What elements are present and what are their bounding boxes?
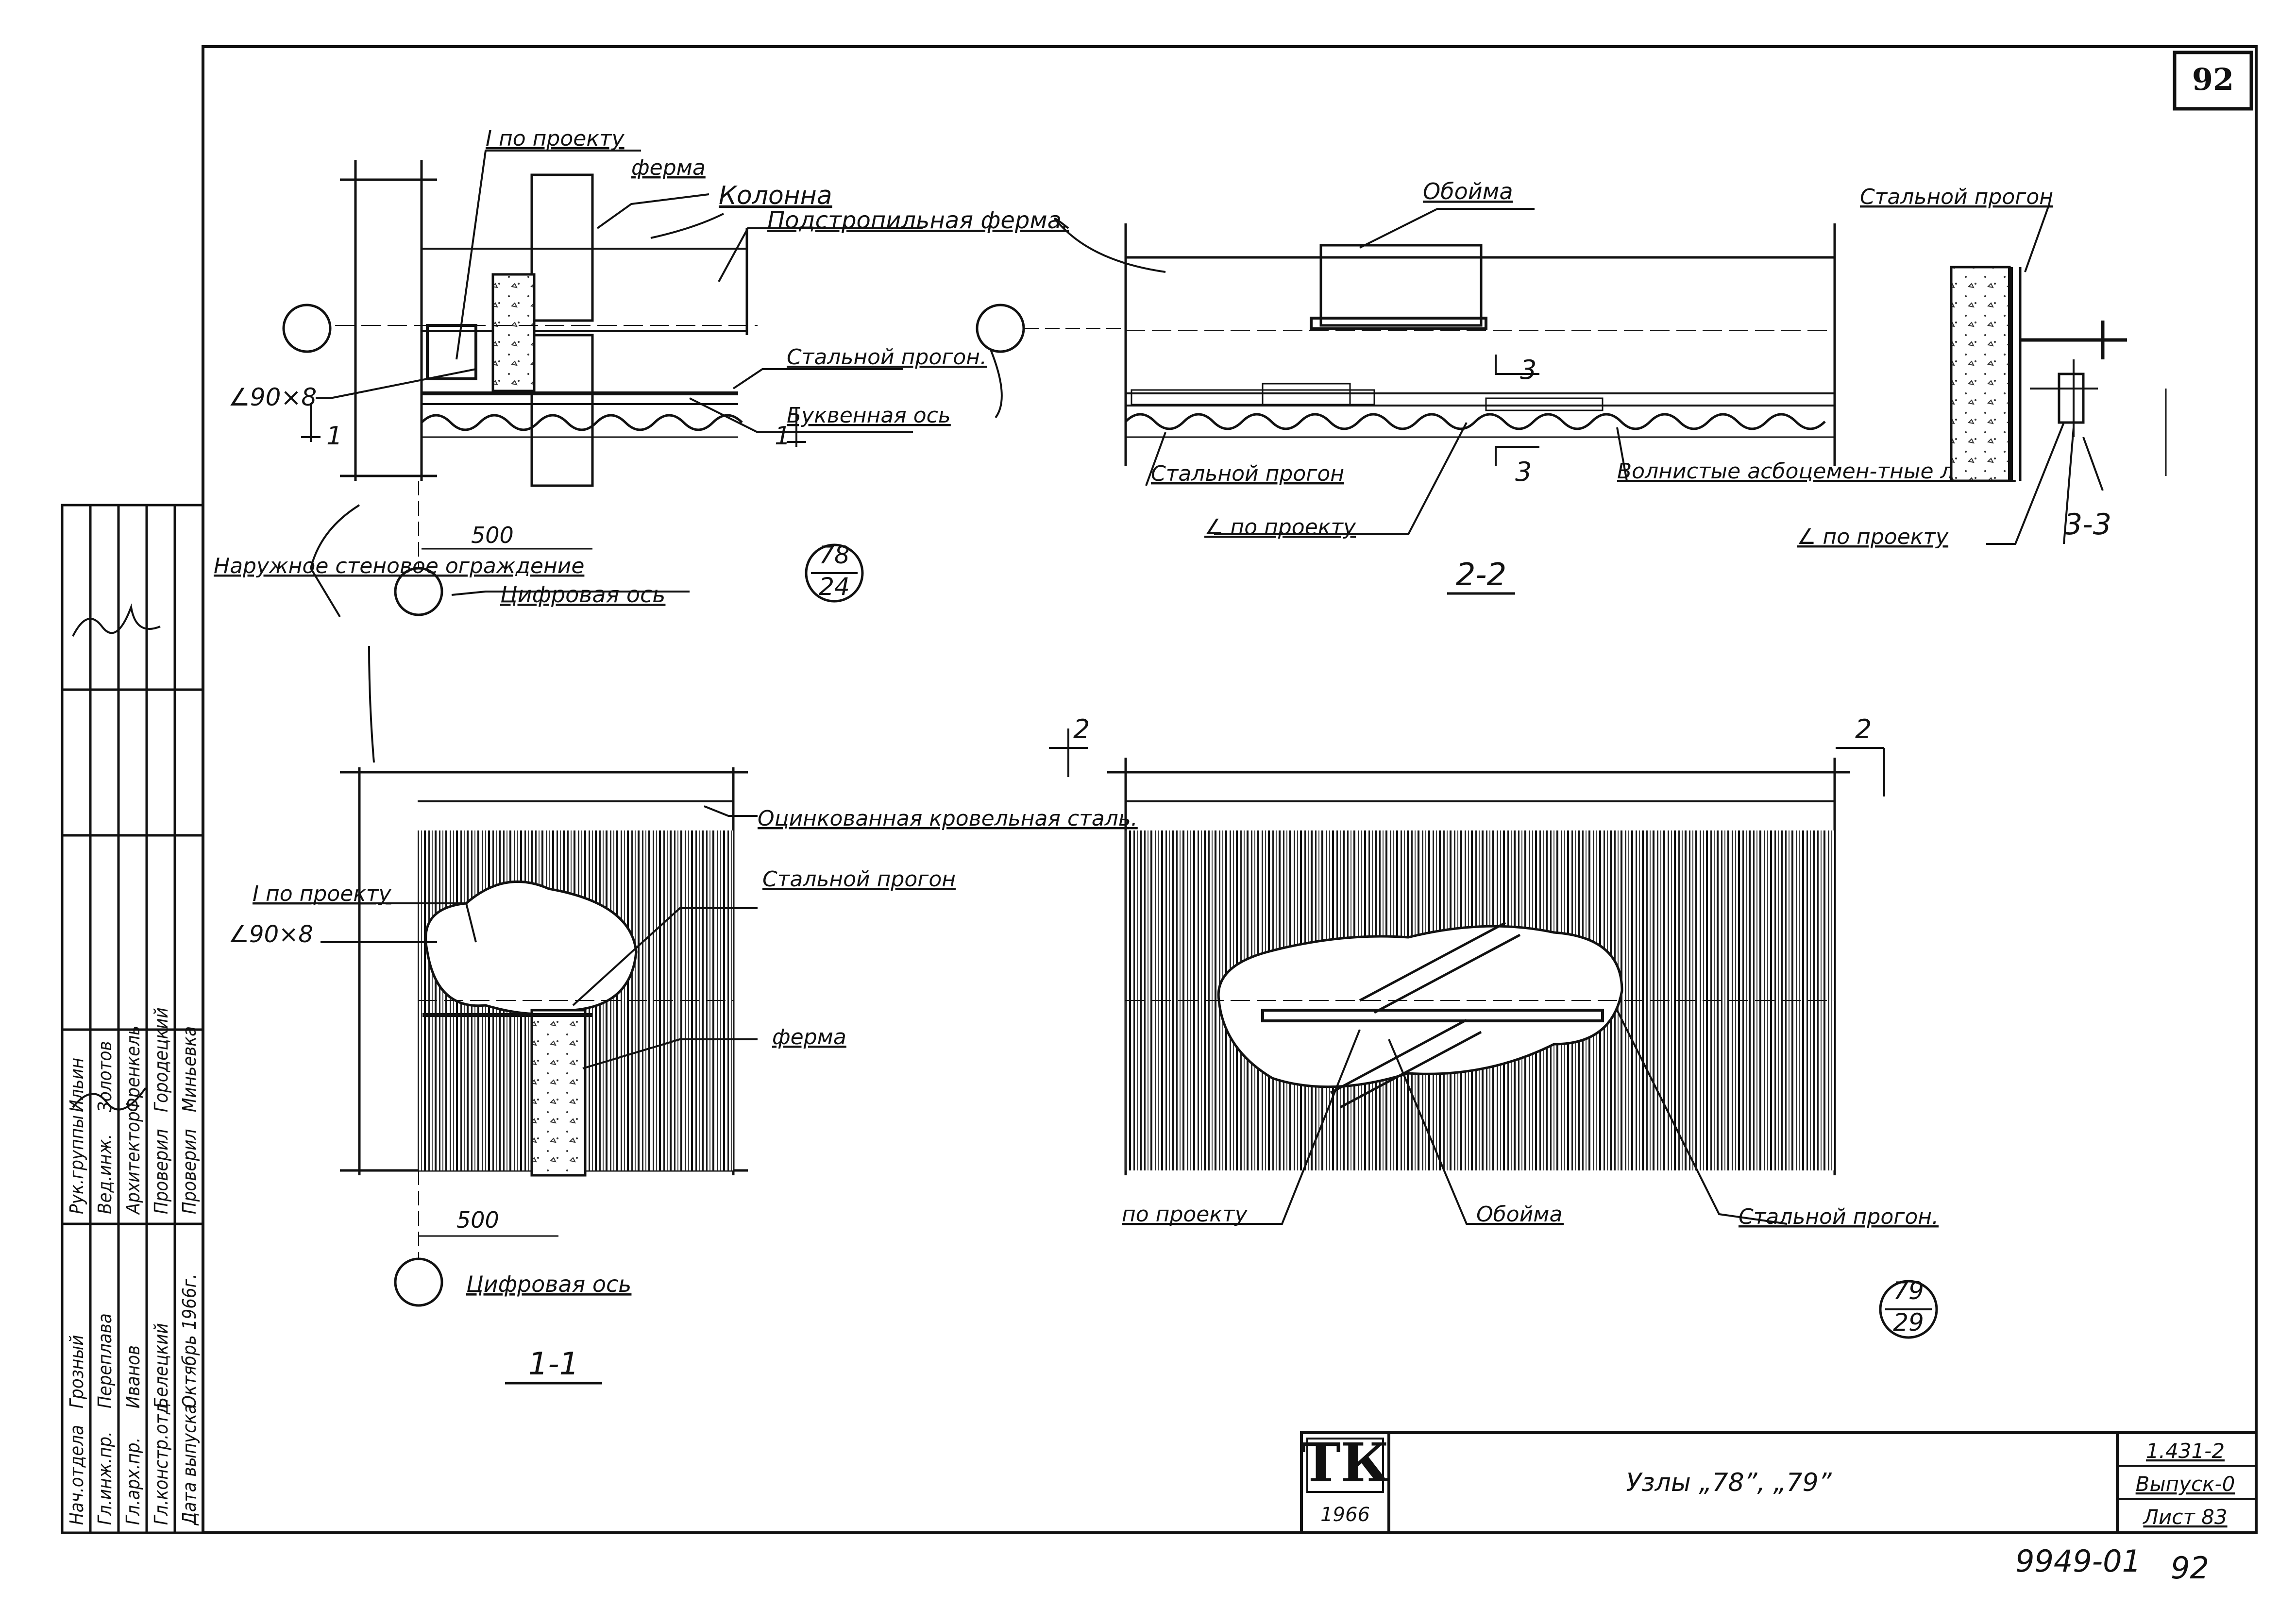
signature-mark-2: [72, 1087, 147, 1111]
label-clamp-top: Обойма: [1423, 178, 1513, 204]
label-digit-axis-1-1: Цифровая ось: [466, 1271, 631, 1297]
label-angle-top: ∠90×8: [228, 383, 317, 411]
node-78-number: 78: [819, 541, 850, 569]
label-angle-3-3: ∠ по проекту: [1797, 525, 1949, 549]
side-stamp-role-8: Проверил: [151, 1129, 172, 1214]
side-stamp-role-9: Проверил: [179, 1129, 200, 1214]
label-roof-steel: Оцинкованная кровельная сталь.: [758, 806, 1138, 831]
side-stamp-role-7: Архитектор: [122, 1111, 144, 1215]
label-i-beam-1-1: I по проекту: [253, 881, 392, 906]
signature-mark: [72, 603, 161, 637]
side-stamp-role-3: Гл.констр.отд.: [151, 1398, 172, 1525]
label-cut-1-left: 1: [326, 422, 342, 451]
node-78-sheet: 24: [819, 573, 850, 601]
label-angle-1-1: ∠90×8: [228, 921, 313, 948]
section-1-1-drawing: [311, 645, 758, 1385]
label-steel-purlin-2-2: Стальной прогон: [1151, 461, 1344, 486]
label-digit-axis-top: Цифровая ось: [500, 581, 665, 608]
label-steel-purlin-bottom: Стальной прогон.: [1739, 1204, 1939, 1229]
side-stamp-name-9: Миньевка: [179, 1026, 200, 1112]
label-dim-500-1-1: 500: [456, 1207, 499, 1233]
side-stamp-name-2: Иванов: [122, 1345, 144, 1408]
label-steel-purlin-1-1: Стальной прогон: [762, 867, 956, 892]
title-series: 1.431-2: [2146, 1439, 2225, 1463]
title-text: Узлы „78”, „79”: [1626, 1468, 1832, 1497]
node-78-labels: I по проекту ферма Колонна Подстропильна…: [214, 126, 1069, 608]
title-year: 1966: [1320, 1504, 1370, 1526]
label-column: Колонна: [719, 181, 832, 210]
node-79-plan: [1049, 728, 1938, 1339]
label-steel-purlin-top: Стальной прогон.: [787, 345, 987, 370]
label-cut-1-right: 1: [775, 422, 791, 451]
node-79-sheet: 29: [1893, 1308, 1924, 1337]
label-cut-3-top: 3: [1520, 355, 1536, 385]
label-angle-2-2: ∠ по проекту: [1204, 515, 1356, 540]
section-2-2-drawing: [976, 208, 1836, 595]
label-wall: Наружное стеновое ограждение: [214, 554, 584, 578]
node-79-number: 79: [1893, 1277, 1924, 1305]
label-sheets: Волнистые асбоцемен-тные листы.: [1617, 459, 2016, 484]
stamp-number-suffix: 92: [2171, 1550, 2209, 1586]
side-stamp-name-1: Переплава: [94, 1313, 116, 1408]
side-stamp-role-1: Гл.инж.пр.: [94, 1431, 116, 1525]
side-stamp-role-6: Вед.инж.: [94, 1134, 116, 1214]
title-logo: ТК: [1301, 1431, 1389, 1494]
stamp-number: 9949-01: [2015, 1543, 2141, 1579]
side-stamp-name-4: Октябрь 1966г.: [179, 1273, 200, 1408]
label-sub-truss: Подстропильная ферма.: [767, 207, 1069, 234]
side-stamp-name-0: Грозный: [66, 1335, 87, 1408]
label-steel-purlin-3-3: Стальной прогон: [1860, 185, 2053, 209]
section-3-3-labels: Стальной прогон ∠ по проекту 3-3: [1797, 185, 2111, 549]
label-truss-top: ферма: [631, 155, 706, 180]
label-truss-1-1: ферма: [772, 1025, 846, 1050]
side-stamp-role-2: Гл.арх.пр.: [122, 1438, 144, 1525]
label-i-beam-top: I по проекту: [486, 126, 625, 151]
label-dim-500-top: 500: [471, 522, 514, 548]
side-stamp-role-4: Дата выпуска: [179, 1404, 200, 1526]
section-1-1-labels: Оцинкованная кровельная сталь. Стальной …: [228, 806, 1138, 1382]
node-79-labels: 2 2 по проекту Обойма Стальной прогон. 7…: [1073, 714, 1939, 1337]
section-1-1-title: 1-1: [528, 1346, 579, 1382]
section-2-2-labels: Обойма Стальной прогон ∠ по проекту Волн…: [1151, 178, 2016, 593]
label-cut-2-right: 2: [1855, 714, 1872, 745]
title-block: [1300, 1431, 2258, 1534]
label-clamp-bottom: Обойма: [1476, 1202, 1562, 1227]
label-cut-3-bottom: 3: [1515, 457, 1532, 487]
node-78-plan: [282, 150, 923, 618]
side-stamp-name-3: Белецкий: [151, 1323, 172, 1408]
title-sheet: Лист 83: [2142, 1505, 2227, 1529]
side-stamp-role-5: Рук.группы: [66, 1115, 87, 1214]
section-3-3-drawing: [1950, 203, 2167, 545]
title-issue: Выпуск-0: [2136, 1472, 2235, 1496]
side-stamp-name-7: Френкель: [122, 1026, 144, 1112]
side-stamp-role-0: Нач.отдела: [66, 1425, 87, 1525]
label-by-project: по проекту: [1122, 1202, 1248, 1227]
label-letter-axis: Буквенная ось: [787, 403, 951, 428]
sheet-frame: [202, 45, 2258, 1534]
label-cut-2-left: 2: [1073, 714, 1090, 745]
side-stamp-name-8: Городецкий: [151, 1007, 172, 1112]
section-2-2-title: 2-2: [1456, 557, 1507, 593]
section-3-3-title: 3-3: [2064, 508, 2111, 542]
sheet-number-top: 92: [2192, 62, 2234, 97]
